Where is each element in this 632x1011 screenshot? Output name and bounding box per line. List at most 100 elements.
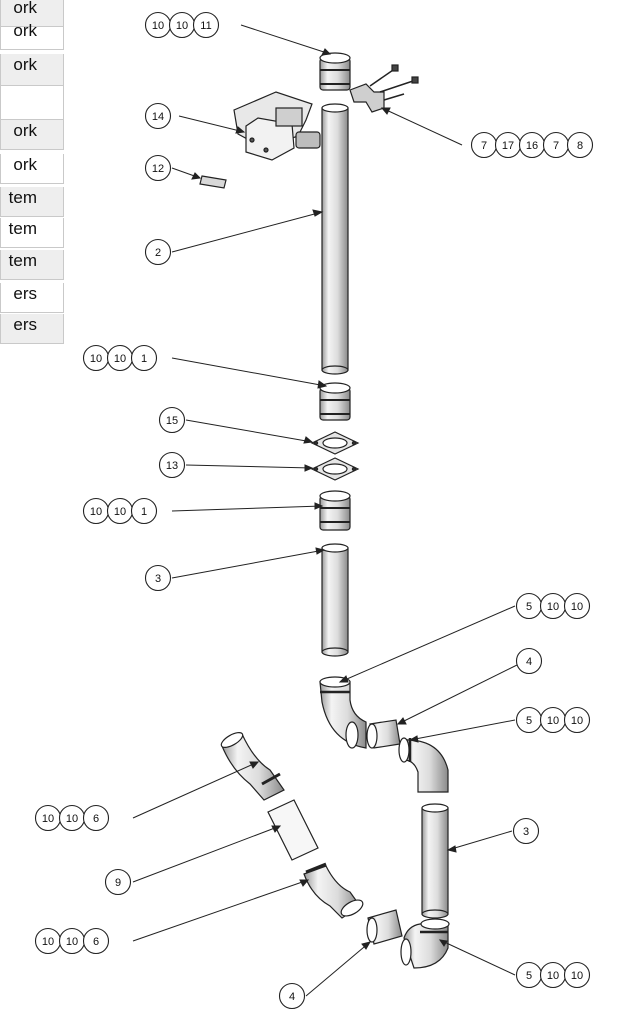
callout-13: 13 xyxy=(158,451,186,479)
callout-number: 10 xyxy=(42,936,54,948)
short-pipe-lower xyxy=(421,803,449,919)
panel-9 xyxy=(267,799,319,861)
short-pipe-upper xyxy=(321,543,349,657)
callout-number: 10 xyxy=(114,506,126,518)
callout-number: 2 xyxy=(155,247,161,259)
callout-balloon xyxy=(192,11,220,39)
callout-number: 10 xyxy=(571,601,583,613)
callout-number: 3 xyxy=(155,573,161,585)
callout-number: 6 xyxy=(93,936,99,948)
callout-balloon xyxy=(563,592,591,620)
table-cell-text: ork xyxy=(13,21,37,40)
callout-balloon xyxy=(144,154,172,182)
elbow-middle xyxy=(398,737,449,793)
callout-number: 4 xyxy=(526,656,532,668)
callout-number: 10 xyxy=(547,601,559,613)
table-row: tem xyxy=(0,250,64,280)
callout-number: 16 xyxy=(526,140,538,152)
callout-balloon xyxy=(566,131,594,159)
callout-number: 10 xyxy=(547,715,559,727)
table-row: ork xyxy=(0,20,64,50)
callout-number: 5 xyxy=(526,970,532,982)
callout-number: 5 xyxy=(526,601,532,613)
callout-2: 2 xyxy=(144,238,172,266)
callout-balloon xyxy=(144,238,172,266)
table-cell-text: ers xyxy=(13,315,37,334)
table-cell-text: ork xyxy=(13,0,37,17)
callout-15: 15 xyxy=(158,406,186,434)
callout-number: 17 xyxy=(502,140,514,152)
table-row: tem xyxy=(0,187,64,217)
callout-number: 10 xyxy=(66,813,78,825)
callout-number: 10 xyxy=(176,20,188,32)
callout-number: 10 xyxy=(90,506,102,518)
table-row: ers xyxy=(0,314,64,344)
callout-number: 10 xyxy=(571,970,583,982)
callout-3-lower: 3 xyxy=(512,817,540,845)
connector-lower xyxy=(366,909,403,945)
callout-balloon xyxy=(563,706,591,734)
coupling-lower xyxy=(319,490,351,531)
callout-number: 13 xyxy=(166,460,178,472)
coupling-upper xyxy=(319,382,351,421)
table-cell-text: tem xyxy=(8,188,37,207)
callout-number: 11 xyxy=(200,20,211,32)
callout-4-lower: 4 xyxy=(278,982,306,1010)
callout-balloon xyxy=(144,564,172,592)
callout-balloon xyxy=(158,406,186,434)
callout-balloon xyxy=(515,647,543,675)
callout-3-upper: 3 xyxy=(144,564,172,592)
table-row: ork xyxy=(0,120,64,150)
table-cell-text: ers xyxy=(13,284,37,303)
elbow-upper xyxy=(319,676,367,749)
table-row: ork xyxy=(0,0,64,27)
callout-balloon xyxy=(82,927,110,955)
callout-number: 14 xyxy=(152,111,164,123)
callout-balloon xyxy=(158,451,186,479)
callout-balloon xyxy=(144,102,172,130)
callout-10-10-1-top: 10 10 1 xyxy=(82,344,158,372)
table-row: ork xyxy=(0,54,64,86)
callout-balloon xyxy=(130,497,158,525)
callout-number: 10 xyxy=(152,20,164,32)
callout-10-10-1-bottom: 10 10 1 xyxy=(82,497,158,525)
table-row: ers xyxy=(0,283,64,313)
callout-balloon xyxy=(104,868,132,896)
callout-number: 10 xyxy=(571,715,583,727)
elbow-lower xyxy=(400,918,450,969)
callout-number: 9 xyxy=(115,877,121,889)
callout-10-10-6-lower: 10 10 6 xyxy=(34,927,110,955)
callout-number: 10 xyxy=(66,936,78,948)
mounting-plate xyxy=(233,91,321,161)
flange-13 xyxy=(310,457,360,481)
callout-number: 7 xyxy=(553,140,559,152)
flange-15 xyxy=(310,431,360,455)
callout-number: 10 xyxy=(90,353,102,365)
callout-5-10-10-upper: 5 10 10 xyxy=(515,592,591,620)
callout-number: 10 xyxy=(547,970,559,982)
callout-number: 4 xyxy=(289,991,295,1003)
callout-number: 1 xyxy=(141,506,147,518)
connector-upper xyxy=(366,719,401,749)
table-row: ork xyxy=(0,154,64,184)
callout-balloon xyxy=(563,961,591,989)
elbow-45-lower xyxy=(303,862,364,919)
top-coupling xyxy=(319,52,351,91)
table-cell-text: tem xyxy=(8,219,37,238)
long-pipe xyxy=(321,103,349,375)
callout-number: 10 xyxy=(114,353,126,365)
callout-balloon xyxy=(512,817,540,845)
callout-balloon xyxy=(278,982,306,1010)
callout-number: 6 xyxy=(93,813,99,825)
table-cell-text: ork xyxy=(13,55,37,74)
callout-number: 3 xyxy=(523,826,529,838)
callout-balloon xyxy=(82,804,110,832)
callout-number: 10 xyxy=(42,813,54,825)
callout-number: 1 xyxy=(141,353,147,365)
callout-10-10-11: 10 10 11 xyxy=(144,11,220,39)
callout-9: 9 xyxy=(104,868,132,896)
callout-number: 12 xyxy=(152,163,164,175)
